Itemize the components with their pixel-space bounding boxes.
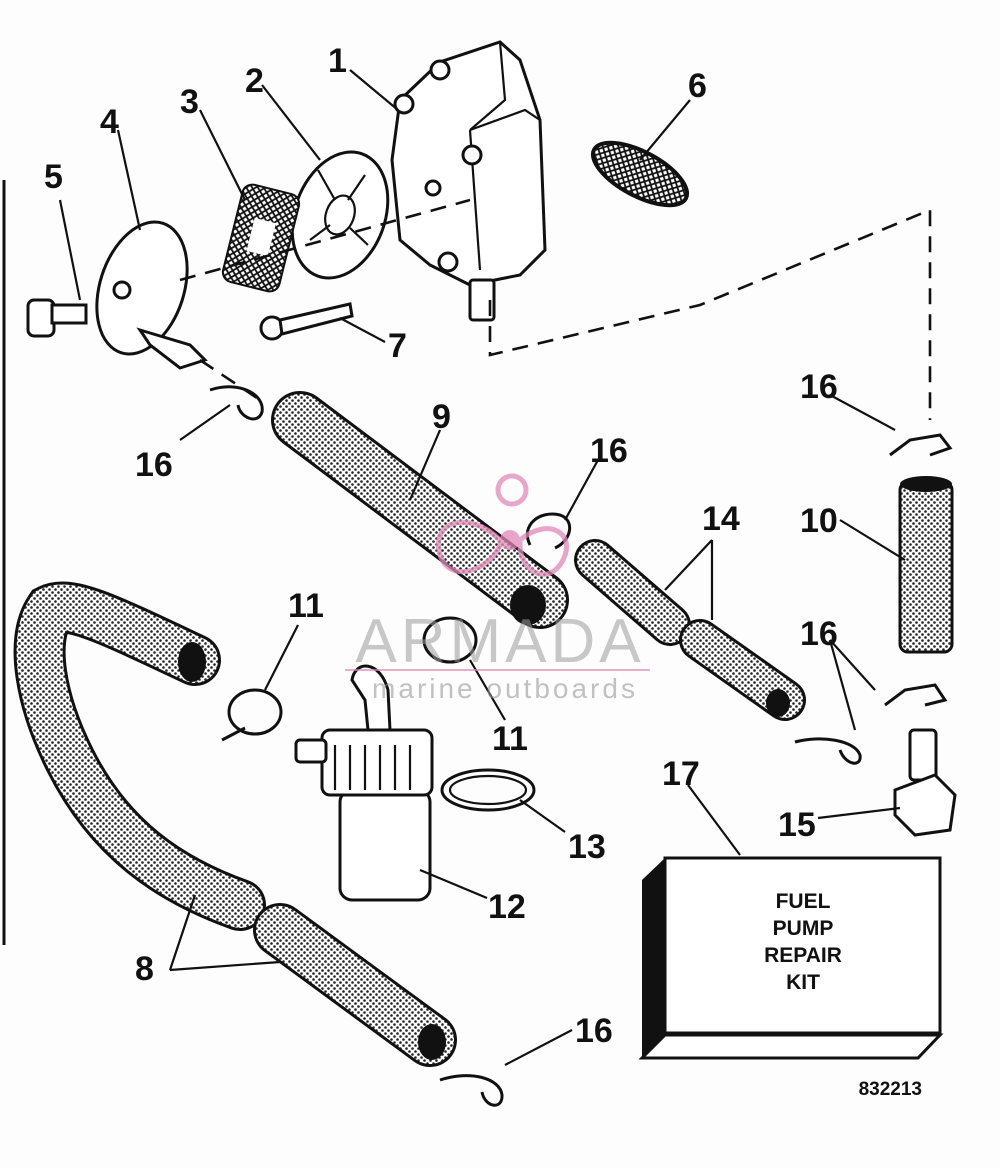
- filter-10: [898, 476, 954, 654]
- callout-14: 14: [702, 500, 740, 538]
- clip-11b: [422, 616, 478, 664]
- leader-lines: [58, 69, 906, 1066]
- o-ring-13: [440, 768, 536, 812]
- callout-1: 1: [328, 42, 347, 80]
- callout-16b: 16: [135, 446, 173, 484]
- callout-11a: 11: [288, 587, 324, 625]
- watermark-subtext: marine outboards: [372, 673, 638, 704]
- callout-2: 2: [245, 62, 264, 100]
- callout-3: 3: [180, 83, 199, 121]
- callout-5: 5: [44, 158, 63, 196]
- hose-9: [271, 391, 569, 629]
- clip-16a: [209, 385, 264, 421]
- filter-bowl-12: [294, 664, 434, 902]
- clip-16d: [884, 683, 948, 707]
- callout-12: 12: [488, 888, 526, 926]
- callout-13: 13: [568, 828, 606, 866]
- kit-label-line2: PUMP: [773, 917, 834, 940]
- callout-17: 17: [662, 755, 700, 793]
- screen-hole: [246, 217, 277, 257]
- pump-cover-4: [95, 220, 208, 370]
- callout-8: 8: [135, 950, 154, 988]
- o-ring-13-inner: [448, 774, 528, 806]
- clip-16c: [889, 433, 953, 457]
- kit-label-line1: FUEL: [776, 890, 831, 913]
- kit-label-line4: KIT: [786, 971, 820, 994]
- callout-16d: 16: [800, 615, 838, 653]
- callout-16c: 16: [590, 432, 628, 470]
- watermark-logo: [435, 473, 569, 577]
- clip-16e: [794, 737, 862, 765]
- hose-14b: [679, 619, 806, 721]
- repair-kit-box-17: FUEL PUMP REPAIR KIT: [638, 856, 944, 1060]
- callout-7: 7: [388, 327, 407, 365]
- hose-8a: [13, 581, 266, 931]
- screw-7: [259, 302, 354, 341]
- part-number: 832213: [859, 1079, 922, 1100]
- clip-11a: [221, 688, 283, 742]
- filter-screen-6: [590, 140, 690, 208]
- watermark: ARMADA marine outboards: [345, 473, 650, 704]
- clip-16f: [439, 1074, 504, 1107]
- callout-16e: 16: [575, 1012, 613, 1050]
- hose-8b: [253, 903, 457, 1067]
- callout-6: 6: [688, 67, 707, 105]
- callout-11b: 11: [492, 720, 528, 758]
- kit-label-line3: REPAIR: [764, 944, 842, 967]
- hose-14a: [574, 539, 691, 646]
- callout-10: 10: [800, 502, 838, 540]
- callout-16a: 16: [800, 368, 838, 406]
- callout-15: 15: [778, 806, 816, 844]
- assembly-line-b: [488, 208, 932, 420]
- fitting-15: [893, 728, 957, 837]
- screw-5: [26, 298, 88, 338]
- fuel-pump-body: [390, 40, 547, 322]
- callout-9: 9: [432, 398, 451, 436]
- callout-4: 4: [100, 103, 119, 141]
- watermark-text: ARMADA: [355, 607, 644, 676]
- diaphragm-plate-2: [290, 150, 390, 280]
